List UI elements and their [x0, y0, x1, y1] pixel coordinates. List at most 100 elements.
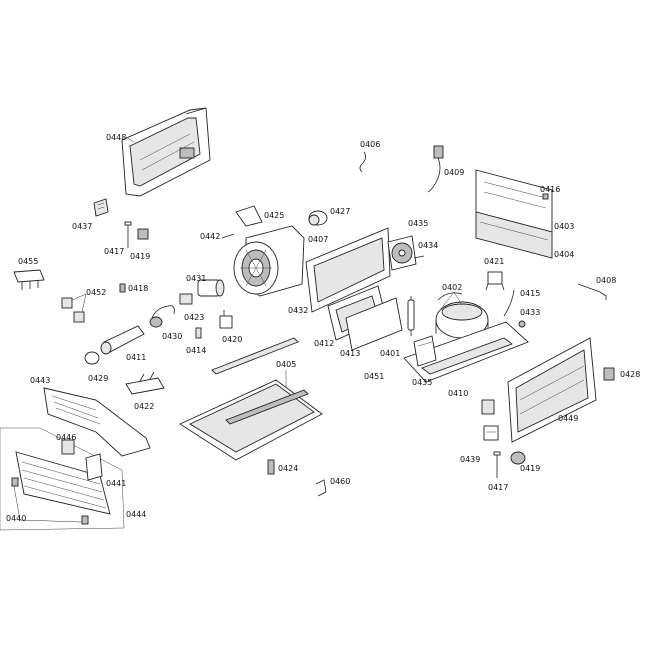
label-0418: 0418 — [128, 284, 148, 293]
label-0442: 0442 — [200, 232, 220, 241]
part-0439-block — [483, 425, 499, 441]
part-0434-clip — [413, 255, 425, 259]
label-0424: 0424 — [278, 464, 298, 473]
part-0418-clip — [119, 283, 126, 293]
part-0433-grommet — [518, 320, 526, 328]
label-0443: 0443 — [30, 376, 50, 385]
part-0428-knob — [603, 367, 615, 381]
part-0452-clips — [61, 297, 85, 323]
part-0422-bracket — [125, 371, 165, 395]
label-0403: 0403 — [554, 222, 574, 231]
label-0439: 0439 — [460, 455, 480, 464]
part-0417-screw — [124, 221, 132, 248]
part-0414-pin — [195, 327, 202, 339]
label-0411: 0411 — [126, 353, 146, 362]
part-0429-socket — [84, 351, 100, 365]
part-0449-housing — [507, 337, 597, 443]
label-0416: 0416 — [540, 185, 560, 194]
label-0405: 0405 — [276, 360, 296, 369]
label-0444: 0444 — [126, 510, 146, 519]
part-0423-connector — [179, 293, 193, 305]
label-0422: 0422 — [134, 402, 154, 411]
part-0437-bracket — [93, 198, 109, 217]
part-0444-kickplate — [15, 451, 111, 515]
label-0401: 0401 — [380, 349, 400, 358]
label-0425: 0425 — [264, 211, 284, 220]
label-0427: 0427 — [330, 207, 350, 216]
label-0417-right: 0417 — [488, 483, 508, 492]
label-0434: 0434 — [418, 241, 438, 250]
label-0452: 0452 — [86, 288, 106, 297]
label-0440: 0440 — [6, 514, 26, 523]
part-0448-rear-panel — [121, 107, 211, 197]
part-0419-nut-right — [510, 451, 526, 465]
label-0406: 0406 — [360, 140, 380, 149]
part-0410-base-plate — [403, 321, 529, 383]
label-0449: 0449 — [558, 414, 578, 423]
part-0417-screw-right — [493, 451, 501, 478]
part-0427-capacitor — [308, 210, 328, 226]
part-0442-clip — [221, 233, 235, 239]
part-0402-compressor — [435, 292, 489, 339]
part-0408-bracket — [577, 283, 607, 300]
part-0444-kickplate-outline — [0, 427, 125, 531]
label-0460: 0460 — [330, 477, 350, 486]
part-0440-feet — [11, 477, 89, 525]
label-0431: 0431 — [186, 274, 206, 283]
part-0413-coil — [345, 297, 403, 351]
part-0405-strip — [211, 337, 299, 375]
label-0432: 0432 — [288, 306, 308, 315]
part-0415-tube — [503, 289, 515, 317]
label-0408: 0408 — [596, 276, 616, 285]
part-0405-drip-tray — [179, 379, 323, 461]
label-0435-bottom: 0435 — [412, 378, 432, 387]
part-0401-drier — [407, 296, 415, 336]
part-0460-bracket — [315, 479, 327, 497]
part-0409-power-cord — [427, 145, 444, 193]
label-0420: 0420 — [222, 335, 242, 344]
label-0407: 0407 — [308, 235, 328, 244]
part-0416-clip — [542, 193, 549, 200]
label-0409: 0409 — [444, 168, 464, 177]
part-0451-relay-box — [413, 335, 437, 367]
part-0435-condenser-fan — [387, 235, 417, 271]
part-0411-lamp-cover — [100, 325, 145, 355]
part-0455-bracket — [13, 269, 45, 290]
part-0438-plate — [481, 399, 495, 415]
label-0419-left: 0419 — [130, 252, 150, 261]
label-0428: 0428 — [620, 370, 640, 379]
part-0432-plate — [305, 227, 391, 313]
label-0437: 0437 — [72, 222, 92, 231]
part-0420-holder — [219, 310, 233, 329]
part-0404-panel — [475, 211, 553, 259]
label-0414: 0414 — [186, 346, 206, 355]
label-0421: 0421 — [484, 257, 504, 266]
part-0419-nut — [137, 228, 149, 240]
part-0425-fan-bracket — [235, 205, 263, 227]
part-0446-switch — [61, 439, 75, 455]
label-0446: 0446 — [56, 433, 76, 442]
label-0423: 0423 — [184, 313, 204, 322]
label-0455: 0455 — [18, 257, 38, 266]
part-0441-bracket — [85, 453, 103, 481]
label-0448: 0448 — [106, 133, 126, 142]
label-0435-top: 0435 — [408, 219, 428, 228]
label-0441: 0441 — [106, 479, 126, 488]
label-0404: 0404 — [554, 250, 574, 259]
label-0410: 0410 — [448, 389, 468, 398]
label-0415: 0415 — [520, 289, 540, 298]
label-0412: 0412 — [314, 339, 334, 348]
label-0451: 0451 — [364, 372, 384, 381]
part-0421-relay — [485, 271, 505, 291]
label-0419-right: 0419 — [520, 464, 540, 473]
label-0413: 0413 — [340, 349, 360, 358]
part-0406-hose — [359, 151, 366, 173]
part-0443-grille-frame — [43, 387, 151, 457]
label-0430: 0430 — [162, 332, 182, 341]
label-0402: 0402 — [442, 283, 462, 292]
label-0429: 0429 — [88, 374, 108, 383]
part-0431-cylinder — [197, 279, 225, 297]
part-0424-fastener — [267, 459, 275, 475]
part-0407-fan-motor-housing — [233, 225, 305, 297]
